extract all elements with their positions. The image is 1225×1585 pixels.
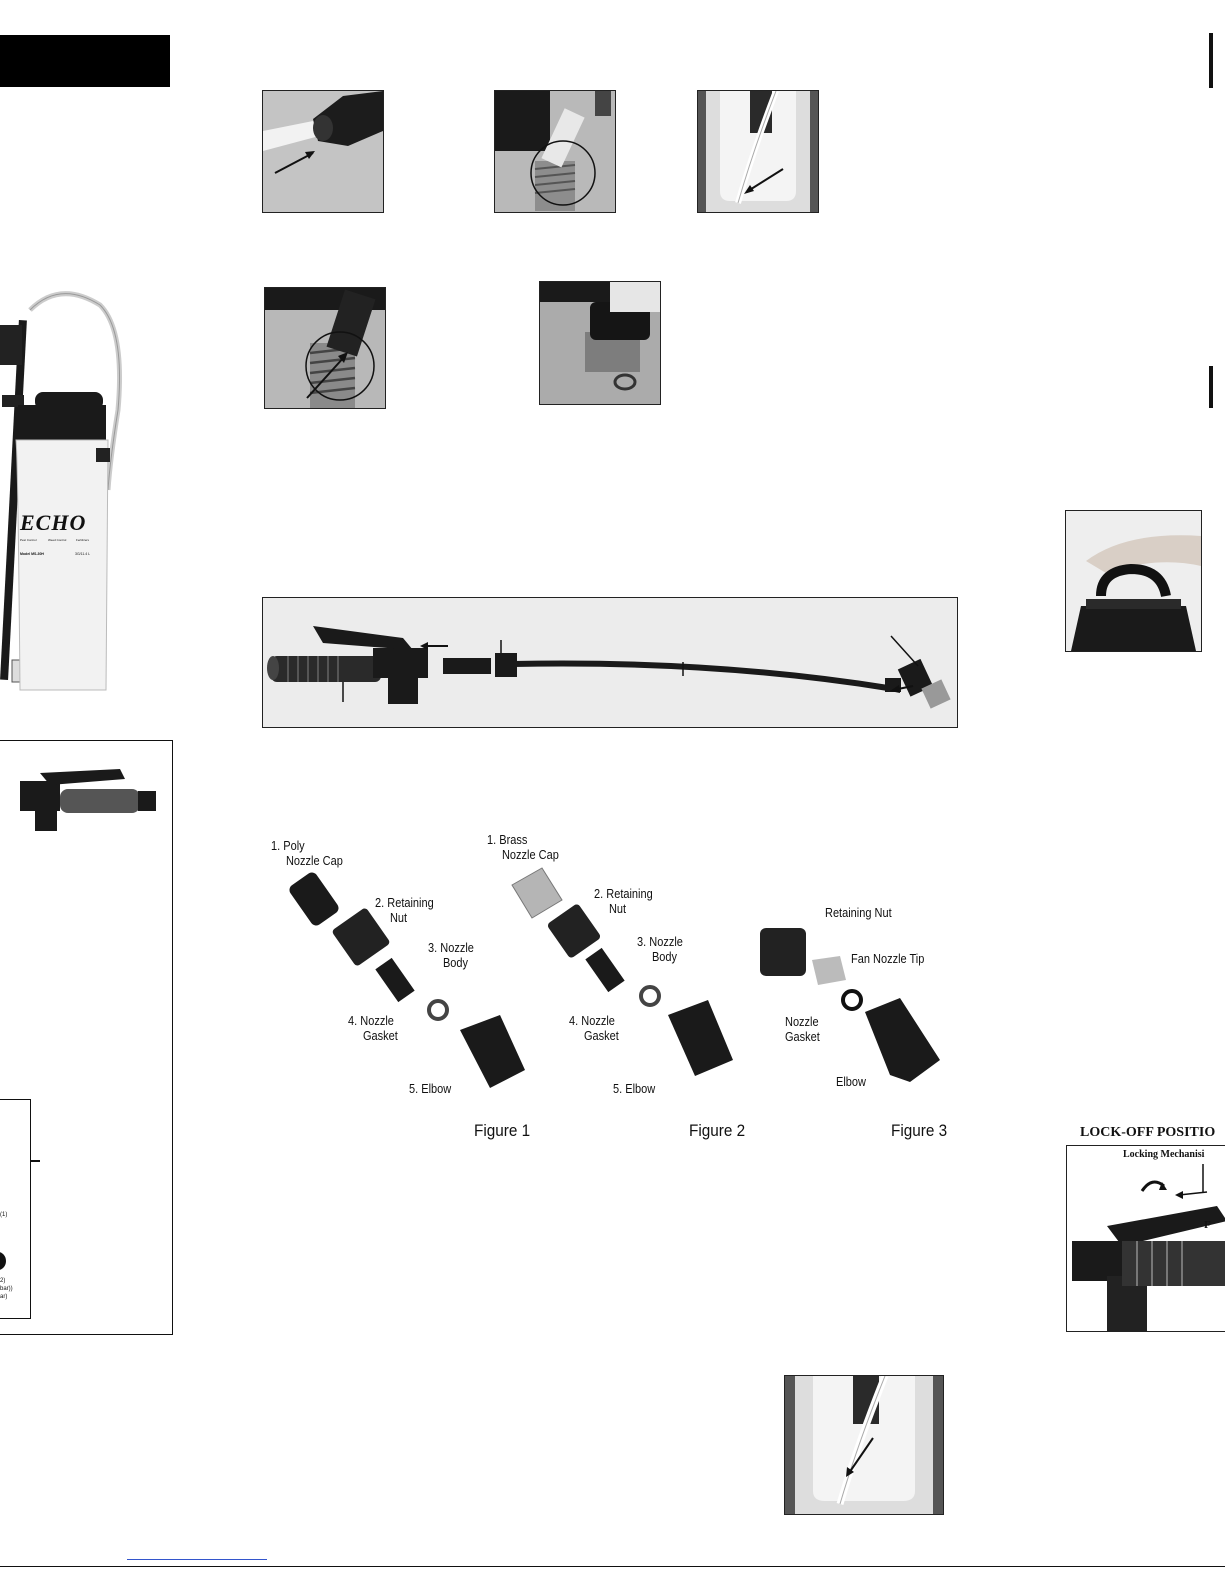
figure-3-caption: Figure 3 [891, 1121, 948, 1140]
fig1-label-nozzle-gasket: 4. Nozzle Gasket [348, 1014, 398, 1044]
fig2-part4-line1: Nozzle [581, 1014, 615, 1028]
inset-mark-4: ar) [0, 1294, 8, 1300]
fig1-part2-line2: Nut [389, 911, 408, 925]
hose-handle-illustration [263, 91, 383, 212]
sprayer-product-image: ECHO Pest Control Weed Control Fertilize… [0, 290, 125, 700]
fig2-part3-num: 3. [637, 935, 647, 949]
inset-mark-2: 2) [0, 1278, 6, 1284]
fig3-label-nozzle-gasket: Nozzle Gasket [785, 1015, 820, 1045]
inset-black-knob [0, 1252, 6, 1270]
sprayer-illustration [0, 291, 122, 691]
fig2-part1-line1: Brass [499, 833, 528, 847]
sprayer-checkbox-2: Weed Control [48, 538, 67, 542]
handle-thread-illustration [265, 288, 385, 408]
fig1-part3-line1: Nozzle [440, 941, 474, 955]
fig1-part3-line2: Body [442, 956, 469, 970]
inset-mark-1: (1) [0, 1212, 8, 1218]
handle-tight-illustration [540, 282, 660, 404]
section-tab-bar [0, 35, 170, 87]
fig2-part4-line2: Gasket [583, 1029, 619, 1043]
inset-mark-3: bar)) [0, 1286, 13, 1292]
fig2-label-brass-nozzle-cap: 1. Brass Nozzle Cap [487, 833, 559, 863]
fig1-label-nozzle-body: 3. Nozzle Body [428, 941, 474, 971]
sprayer-model: Model MS-30H [20, 552, 44, 556]
fig3-label-elbow: Elbow [836, 1075, 866, 1089]
fig1-part5-num: 5. [409, 1082, 419, 1096]
fig1-label-elbow: 5. Elbow [409, 1082, 451, 1097]
inset-sub-box: (1) 2) bar)) ar) [0, 1099, 40, 1319]
fig1-part4-num: 4. [348, 1014, 358, 1028]
sprayer-checkbox-1: Pest Control [20, 538, 37, 542]
inset-leader-line [30, 1160, 40, 1162]
photo-wand-assembly [262, 597, 958, 728]
nozzle-parts-illustration [289, 867, 940, 1088]
photo-pump-cap-hand [1065, 510, 1202, 652]
fig1-part3-num: 3. [428, 941, 438, 955]
lock-off-edge-letter: F [1204, 1219, 1211, 1231]
fig2-part5-line1: Elbow [625, 1082, 656, 1096]
photo-hose-into-handle [262, 90, 384, 213]
fig2-part2-line1: Retaining [606, 887, 653, 901]
link-underline[interactable] [127, 1559, 267, 1560]
lock-off-title: LOCK-OFF POSITIO [1080, 1125, 1216, 1140]
hose-fitting-illustration [495, 91, 615, 212]
fig2-label-elbow: 5. Elbow [613, 1082, 655, 1097]
edge-mark [1209, 33, 1213, 88]
fig1-part1-num: 1. [271, 839, 281, 853]
fig2-part2-num: 2. [594, 887, 604, 901]
fig2-part2-line2: Nut [608, 902, 627, 916]
fig3-gasket-line1: Nozzle [785, 1015, 819, 1029]
sprayer-brand-logo: ECHO [20, 510, 87, 535]
bottom-rule [0, 1566, 1225, 1567]
fig2-label-nozzle-gasket: 4. Nozzle Gasket [569, 1014, 619, 1044]
fig1-label-retaining-nut: 2. Retaining Nut [375, 896, 434, 926]
fig2-part1-line2: Nozzle Cap [501, 848, 559, 862]
photo-lock-off-mechanism: Locking Mechanisi F [1066, 1145, 1225, 1332]
photo-handle-tightened [539, 281, 661, 405]
fig2-label-nozzle-body: 3. Nozzle Body [637, 935, 683, 965]
fig2-part4-num: 4. [569, 1014, 579, 1028]
fig1-part4-line1: Nozzle [360, 1014, 394, 1028]
fig1-part2-num: 2. [375, 896, 385, 910]
locking-mechanism-label: Locking Mechanisi [1123, 1149, 1205, 1160]
sprayer-checkbox-3: Fertilizers [76, 538, 90, 542]
fig2-label-retaining-nut: 2. Retaining Nut [594, 887, 653, 917]
photo-hose-on-fitting [494, 90, 616, 213]
lock-off-illustration [1067, 1146, 1225, 1331]
pump-cap-illustration [1066, 511, 1201, 651]
figure-2-caption: Figure 2 [689, 1121, 746, 1140]
fig2-part3-line2: Body [651, 950, 678, 964]
shutoff-handle-illustration [20, 769, 156, 831]
tank-tube-illustration [698, 91, 818, 212]
fig2-part3-line1: Nozzle [649, 935, 683, 949]
photo-tank-interior-tube [697, 90, 819, 213]
fig1-part1-line2: Nozzle Cap [285, 854, 343, 868]
shutoff-inset-box: (1) 2) bar)) ar) [0, 740, 173, 1335]
fig1-part4-line2: Gasket [362, 1029, 398, 1043]
fig1-part2-line1: Retaining [387, 896, 434, 910]
sprayer-capacity: 3G/11.4 L [75, 552, 91, 556]
wand-illustration [263, 598, 957, 727]
fig3-label-fan-nozzle-tip: Fan Nozzle Tip [851, 952, 925, 966]
fig1-part1-line1: Poly [283, 839, 305, 853]
photo-handle-threaded-on [264, 287, 386, 409]
fig2-part1-num: 1. [487, 833, 497, 847]
fig2-part5-num: 5. [613, 1082, 623, 1096]
tank-tube-illustration-2 [785, 1376, 943, 1514]
fig3-gasket-line2: Gasket [785, 1030, 820, 1044]
figure-1-caption: Figure 1 [474, 1121, 531, 1140]
edge-mark [1209, 366, 1213, 408]
photo-tank-interior-tube-2 [784, 1375, 944, 1515]
fig1-part5-line1: Elbow [421, 1082, 452, 1096]
fig1-label-poly-nozzle-cap: 1. Poly Nozzle Cap [271, 839, 343, 869]
fig3-label-retaining-nut: Retaining Nut [825, 906, 892, 920]
